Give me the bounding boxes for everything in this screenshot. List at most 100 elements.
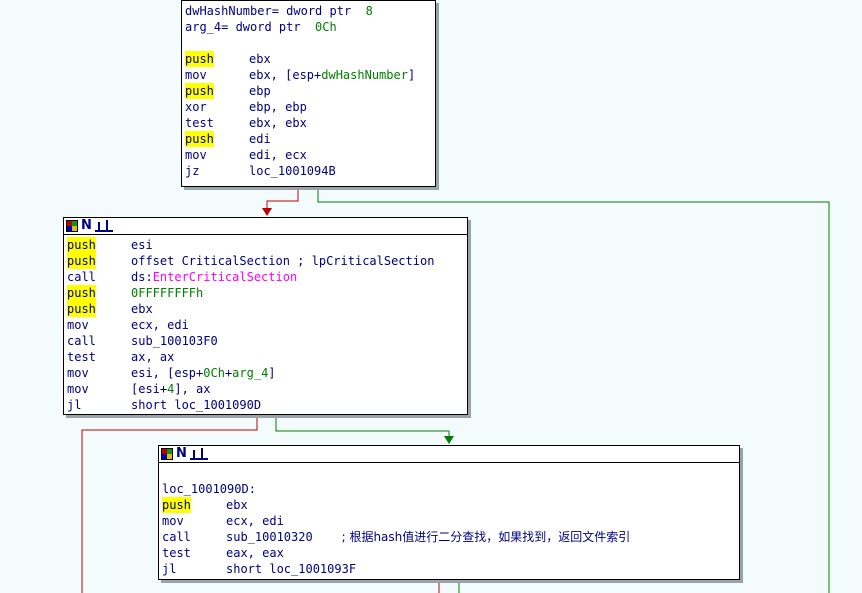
asm-operand[interactable]: EnterCriticalSection (152, 270, 298, 284)
asm-operand[interactable]: ] (407, 68, 416, 82)
asm-operand[interactable]: 0Ch (315, 20, 337, 34)
asm-line[interactable]: push offset CriticalSection ; lpCriticalS… (67, 253, 464, 269)
asm-operand[interactable]: loc_1001094B (249, 164, 336, 178)
asm-mnemonic[interactable]: push (162, 497, 191, 513)
asm-mnemonic[interactable]: xor (185, 100, 207, 114)
asm-line[interactable] (185, 35, 432, 51)
asm-operand[interactable]: dwHashNumber= dword ptr (185, 4, 366, 18)
asm-line[interactable]: mov esi, [esp+0Ch+arg_4] (67, 365, 464, 381)
asm-line[interactable]: call ds:EnterCriticalSection (67, 269, 464, 285)
asm-line[interactable]: jl short loc_1001090D (67, 397, 464, 413)
asm-operand[interactable]: edi (249, 132, 271, 146)
asm-mnemonic[interactable]: push (185, 131, 214, 147)
asm-line[interactable]: push edi (185, 131, 432, 147)
asm-line[interactable]: xor ebp, ebp (185, 99, 432, 115)
asm-operand[interactable]: [esi+ (131, 382, 168, 396)
asm-operand[interactable]: sub_100103F0 (131, 334, 218, 348)
asm-operand[interactable]: ] (268, 366, 276, 380)
asm-operand[interactable]: ebx, ebx (249, 116, 307, 130)
asm-operand[interactable]: ebx, [esp+ (249, 68, 322, 82)
rename-n-icon[interactable]: N (176, 446, 187, 461)
asm-line[interactable]: mov ebx, [esp+dwHashNumber] (185, 67, 432, 83)
asm-operand[interactable]: ebx (131, 302, 153, 316)
asm-operand[interactable]: ebp, ebp (249, 100, 307, 114)
asm-line[interactable]: push 0FFFFFFFFh (67, 285, 464, 301)
asm-mnemonic[interactable]: jz (185, 164, 200, 178)
asm-mnemonic[interactable]: test (67, 350, 96, 364)
asm-line[interactable]: push esi (67, 237, 464, 253)
asm-operand[interactable]: arg_4 (232, 366, 269, 380)
asm-line[interactable]: arg_4= dword ptr 0Ch (185, 19, 432, 35)
asm-mnemonic[interactable]: push (67, 253, 96, 269)
graph-icon[interactable] (94, 220, 113, 232)
asm-line[interactable]: dwHashNumber= dword ptr 8 (185, 3, 432, 19)
asm-line[interactable]: call sub_100103F0 (67, 333, 464, 349)
asm-mnemonic[interactable]: mov (185, 68, 207, 82)
asm-mnemonic[interactable]: jl (162, 562, 177, 576)
asm-operand[interactable]: eax, eax (226, 546, 284, 560)
asm-operand[interactable]: ebx (226, 498, 248, 512)
asm-operand[interactable]: loc_1001090D: (162, 482, 256, 496)
asm-mnemonic[interactable]: push (67, 237, 96, 253)
asm-line[interactable]: test ax, ax (67, 349, 464, 365)
asm-line[interactable]: mov ecx, edi (162, 513, 736, 529)
asm-line[interactable]: mov [esi+4], ax (67, 381, 464, 397)
asm-mnemonic[interactable]: call (67, 270, 96, 284)
asm-operand[interactable]: ds: (131, 270, 153, 284)
asm-operand[interactable]: offset CriticalSection ; lpCriticalSecti… (131, 254, 435, 268)
asm-operand[interactable]: esi, [esp+ (131, 366, 204, 380)
asm-mnemonic[interactable]: mov (67, 366, 89, 380)
graph-icon[interactable] (189, 448, 208, 460)
asm-operand[interactable]: 0Ch (203, 366, 225, 380)
asm-line[interactable]: push ebx (67, 301, 464, 317)
code-block-loc-1001090D[interactable]: N loc_1001090D:push ebx mov ecx, edi call sub… (158, 445, 740, 580)
asm-operand[interactable]: arg_4= dword ptr (185, 20, 316, 34)
asm-mnemonic[interactable]: push (185, 51, 214, 67)
asm-line[interactable]: jl short loc_1001093F (162, 561, 736, 577)
asm-line[interactable]: mov ecx, edi (67, 317, 464, 333)
asm-operand[interactable]: 0FFFFFFFFh (131, 286, 204, 300)
asm-mnemonic[interactable]: jl (67, 398, 82, 412)
asm-operand[interactable]: sub_10010320 (226, 530, 342, 544)
asm-mnemonic[interactable]: test (185, 116, 214, 130)
asm-operand[interactable]: ax, ax (131, 350, 175, 364)
asm-operand[interactable]: 8 (365, 4, 373, 18)
asm-mnemonic[interactable]: call (67, 334, 96, 348)
asm-mnemonic[interactable]: push (67, 285, 96, 301)
asm-operand[interactable]: ecx, edi (131, 318, 189, 332)
color-palette-icon[interactable] (161, 448, 173, 460)
asm-line[interactable]: push ebx (162, 497, 736, 513)
asm-operand[interactable]: + (224, 366, 233, 380)
asm-mnemonic[interactable]: push (185, 83, 214, 99)
asm-operand[interactable]: dwHashNumber (321, 68, 408, 82)
color-palette-icon[interactable] (66, 220, 78, 232)
asm-mnemonic[interactable]: test (162, 546, 191, 560)
asm-line[interactable]: test ebx, ebx (185, 115, 432, 131)
asm-comment[interactable]: ; 根据hash值进行二分查找，如果找到，返回文件索引 (341, 530, 631, 544)
asm-operand[interactable]: ], ax (174, 382, 211, 396)
asm-operand[interactable]: ecx, edi (226, 514, 284, 528)
asm-line[interactable]: mov edi, ecx (185, 147, 432, 163)
asm-operand[interactable]: ebp (249, 84, 271, 98)
asm-operand[interactable]: edi, ecx (249, 148, 307, 162)
asm-mnemonic[interactable]: mov (67, 318, 89, 332)
asm-mnemonic[interactable]: mov (185, 148, 207, 162)
asm-operand[interactable]: 4 (167, 382, 175, 396)
asm-line[interactable]: push ebp (185, 83, 432, 99)
asm-operand[interactable]: short loc_1001090D (131, 398, 262, 412)
asm-line[interactable]: loc_1001090D: (162, 481, 736, 497)
asm-mnemonic[interactable]: mov (162, 514, 184, 528)
asm-line[interactable]: test eax, eax (162, 545, 736, 561)
asm-operand[interactable]: short loc_1001093F (226, 562, 357, 576)
asm-mnemonic[interactable]: call (162, 530, 191, 544)
asm-line[interactable] (162, 465, 736, 481)
asm-line[interactable]: call sub_10010320 ; 根据hash值进行二分查找，如果找到，返回… (162, 529, 736, 545)
rename-n-icon[interactable]: N (81, 218, 92, 233)
asm-mnemonic[interactable]: push (67, 301, 96, 317)
asm-operand[interactable]: esi (131, 238, 153, 252)
asm-mnemonic[interactable]: mov (67, 382, 89, 396)
code-block-enter-critical-section[interactable]: N push esi push offset CriticalSection ; lp… (63, 217, 468, 415)
asm-line[interactable]: jz loc_1001094B (185, 163, 432, 179)
